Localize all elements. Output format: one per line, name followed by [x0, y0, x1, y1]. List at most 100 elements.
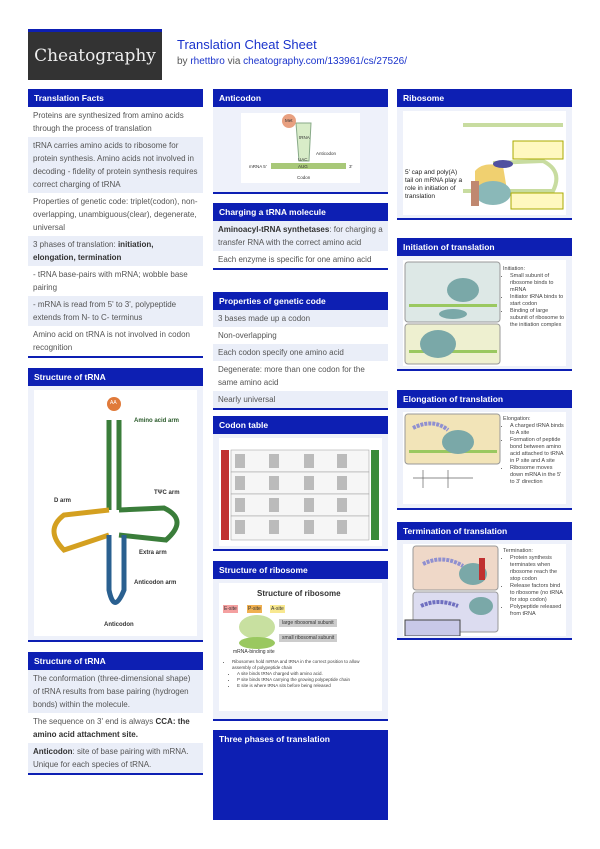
termination-card: Termination of translation Termination: …: [397, 522, 572, 640]
bullet: E site is where tRNA sits before being r…: [237, 683, 375, 689]
small-subunit-label: small ribosomal subunit: [279, 634, 338, 642]
property-row: Nearly universal: [213, 391, 388, 408]
charging-card: Charging a tRNA molecule Aminoacyl-tRNA …: [213, 203, 388, 270]
row-text: : site of base pairing with mRNA. Unique…: [33, 747, 189, 769]
card-title: Initiation of translation: [397, 238, 572, 256]
card-title: Three phases of translation: [213, 730, 388, 748]
ribosome-card: Ribosome 5' cap and poly(A) tail on mRNA…: [397, 89, 572, 220]
ribosome-structure-diagram: Structure of ribosome E-site P-site A-si…: [219, 583, 382, 711]
structure-trna-image-card: Structure of tRNA AA Amino acid arm D ar…: [28, 368, 203, 642]
ribosome-diagram: 5' cap and poly(A) tail on mRNA play a r…: [403, 111, 566, 215]
card-title: Properties of genetic code: [213, 292, 388, 310]
property-row: Degenerate: more than one codon for the …: [213, 361, 388, 391]
met-label: Met: [285, 118, 293, 123]
author-link[interactable]: rhettbro: [190, 56, 225, 67]
anticodon-diagram: Met tRNA Anticodon UAC AUG mRNA 5' 3' Co…: [241, 113, 360, 183]
codon-table-image: [219, 438, 382, 546]
fact-row: Amino acid on tRNA is not involved in co…: [28, 326, 203, 356]
lead-text: Termination:: [503, 548, 533, 554]
anticodon-label: Anticodon: [104, 622, 134, 628]
fact-row: - tRNA base-pairs with mRNA; wobble base…: [28, 266, 203, 296]
anticodon-label: Anticodon: [316, 151, 337, 156]
d-arm-label: D arm: [54, 498, 72, 504]
bullet: A site binds tRNA charged with amino aci…: [237, 671, 375, 677]
bullet: Ribosome moves down mRNA in the 5' to 3'…: [510, 465, 565, 486]
card-title: Charging a tRNA molecule: [213, 203, 388, 221]
structure-trna-text-card: Structure of tRNA The conformation (thre…: [28, 652, 203, 775]
page-title[interactable]: Translation Cheat Sheet: [177, 37, 317, 52]
extra-arm-label: Extra arm: [139, 550, 167, 556]
large-subunit-label: large ribosomal subunit: [279, 619, 337, 627]
trna-structure-diagram: AA Amino acid arm D arm TΨC arm Extra ar…: [34, 390, 197, 636]
card-title: Structure of tRNA: [28, 368, 203, 386]
fact-text: 3 phases of translation:: [33, 240, 118, 249]
uac-label: UAC: [298, 157, 308, 162]
p-site-label: P-site: [247, 605, 262, 613]
card-title: Translation Facts: [28, 89, 203, 107]
card-title: Structure of ribosome: [213, 561, 388, 579]
bullet: Protein synthesis terminates when riboso…: [510, 555, 565, 583]
bullet: Formation of peptide bond between amino …: [510, 437, 565, 465]
aa-label: AA: [110, 400, 117, 406]
url-link[interactable]: cheatography.com/133961/cs/27526/: [243, 56, 407, 67]
anticodon-arm-label: Anticodon arm: [134, 580, 177, 586]
card-title: Structure of tRNA: [28, 652, 203, 670]
bullet: A charged tRNA binds to A site: [510, 423, 565, 437]
fact-row: 3 phases of translation: initiation, elo…: [28, 236, 203, 266]
card-title: Elongation of translation: [397, 390, 572, 408]
bullet: Release factors bind to ribosome (no tRN…: [510, 583, 565, 604]
three-phases-card: Three phases of translation: [213, 730, 388, 820]
tpsic-arm-label: TΨC arm: [154, 490, 180, 496]
aug-label: AUG: [298, 164, 308, 169]
lead-text: Initiation:: [503, 266, 526, 272]
ribosome-caption: 5' cap and poly(A) tail on mRNA play a r…: [405, 169, 463, 200]
mrna-label: mRNA 5': [249, 164, 267, 169]
fact-row: - mRNA is read from 5' to 3', polypeptid…: [28, 296, 203, 326]
anticodon-card: Anticodon Met tRNA Anticodon UAC AUG mRN…: [213, 89, 388, 194]
bullet: Polypeptide released from tRNA: [510, 604, 565, 618]
termination-diagram: Termination: Protein synthesis terminate…: [403, 544, 566, 636]
diagram-title: Structure of ribosome: [257, 589, 341, 598]
initiation-diagram: Initiation: Small subunit of ribosome bi…: [403, 260, 566, 366]
a-site-label: A-site: [270, 605, 285, 613]
lead-text: Elongation:: [503, 416, 531, 422]
byline: by rhettbro via cheatography.com/133961/…: [177, 56, 407, 67]
property-row: Each codon specify one amino acid: [213, 344, 388, 361]
fact-row: Proteins are synthesized from amino acid…: [28, 107, 203, 137]
row-text: : for charging a transfer RNA with the c…: [218, 225, 383, 247]
bullet: Binding of large subunit of ribosome to …: [510, 308, 565, 329]
properties-card: Properties of genetic code 3 bases made …: [213, 292, 388, 410]
cheatography-logo[interactable]: Cheatography: [28, 29, 162, 80]
bullet: Ribosomes hold mRNA and tRNA in the corr…: [232, 659, 375, 671]
charging-row: Aminoacyl-tRNA synthetases: for charging…: [213, 221, 388, 251]
codon-label: Codon: [297, 175, 311, 180]
card-title: Ribosome: [397, 89, 572, 107]
elongation-diagram: Elongation: A charged tRNA binds to A si…: [403, 412, 566, 504]
property-row: 3 bases made up a codon: [213, 310, 388, 327]
card-title: Termination of translation: [397, 522, 572, 540]
trna-row: Anticodon: site of base pairing with mRN…: [28, 743, 203, 773]
fact-bold: initiation, elongation, termination: [33, 240, 154, 262]
ribosome-structure-card: Structure of ribosome Structure of ribos…: [213, 561, 388, 721]
charging-row: Each enzyme is specific for one amino ac…: [213, 251, 388, 268]
row-bold: Aminoacyl-tRNA synthetases: [218, 225, 330, 234]
by-label: by: [177, 56, 188, 67]
fact-row: Properties of genetic code: triplet(codo…: [28, 193, 203, 236]
fact-row: tRNA carries amino acids to ribosome for…: [28, 137, 203, 193]
row-bold: CCA: the amino acid attachment site.: [33, 717, 190, 739]
trna-label: tRNA: [299, 135, 310, 140]
property-row: Non-overlapping: [213, 327, 388, 344]
elongation-card: Elongation of translation Elongation: A …: [397, 390, 572, 510]
amino-acid-arm-label: Amino acid arm: [134, 418, 180, 424]
mrna-binding-site-label: mRNA-binding site: [233, 649, 275, 655]
row-text: The sequence on 3' end is always: [33, 717, 156, 726]
trna-row: The sequence on 3' end is always CCA: th…: [28, 713, 203, 743]
initiation-card: Initiation of translation Initiation: Sm…: [397, 238, 572, 371]
bullet: Initiator tRNA binds to start codon: [510, 294, 565, 308]
card-title: Anticodon: [213, 89, 388, 107]
row-bold: Anticodon: [33, 747, 73, 756]
three-prime-label: 3': [349, 164, 353, 169]
bullet: Small subunit of ribosome binds to mRNA: [510, 273, 565, 294]
card-title: Codon table: [213, 416, 388, 434]
trna-row: The conformation (three-dimensional shap…: [28, 670, 203, 713]
